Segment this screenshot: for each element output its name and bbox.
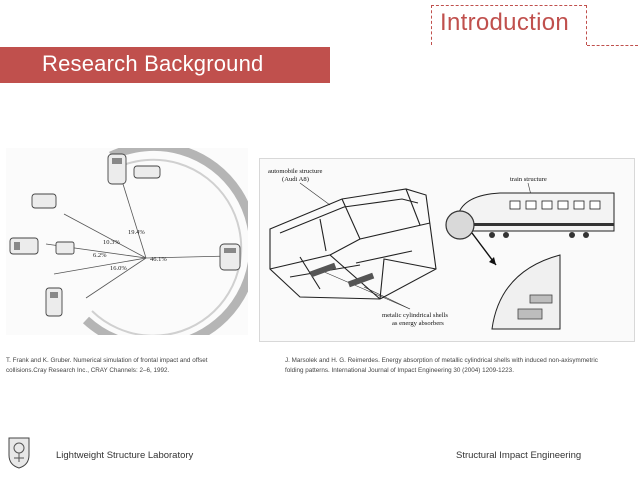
percent-label: 10.3% [103,239,120,246]
percent-label: 19.4% [128,229,145,236]
radial-line [53,257,147,275]
shells-label-line2: as energy absorbers [392,320,444,327]
percent-label: 46.1% [150,256,167,263]
radial-line [63,213,147,259]
radial-line [145,255,231,259]
percent-label: 16.0% [110,265,127,272]
university-seal-icon [6,435,32,469]
train-nose-cutaway [491,254,561,330]
section-title: Introduction [440,9,570,36]
automobile-label: automobile structure [268,168,322,175]
train-label: train structure [510,176,547,183]
car-upper-left [31,193,57,209]
citation-right: J. Marsolek and H. G. Reimerdes. Energy … [285,357,598,374]
car-top-offset [133,165,161,179]
train-nose-zoom [445,210,475,240]
car-frame-drawing [269,188,437,300]
section-title-rule [587,45,638,46]
crash-statistics-figure: 19.4% 10.3% 6.2% 16.0% 46.1% [6,141,259,351]
slide-title: Research Background [42,51,264,76]
course-name: Structural Impact Engineering [456,450,582,461]
radial-line [85,257,147,299]
car-left-small [55,241,75,255]
section-title-frame [431,5,587,45]
citation-left: T. Frank and K. Gruber. Numerical simula… [6,357,208,374]
lab-name: Lightweight Structure Laboratory [56,450,194,461]
outer-arc-inner [91,158,243,337]
title-banner [0,47,330,83]
structure-figure: automobile structure (Audi A8) train str… [259,158,635,342]
shells-label: metalic cylindrical shells [382,312,448,319]
percent-label: 6.2% [93,252,107,259]
car-right [219,243,241,271]
automobile-label-model: (Audi A8) [282,176,309,183]
